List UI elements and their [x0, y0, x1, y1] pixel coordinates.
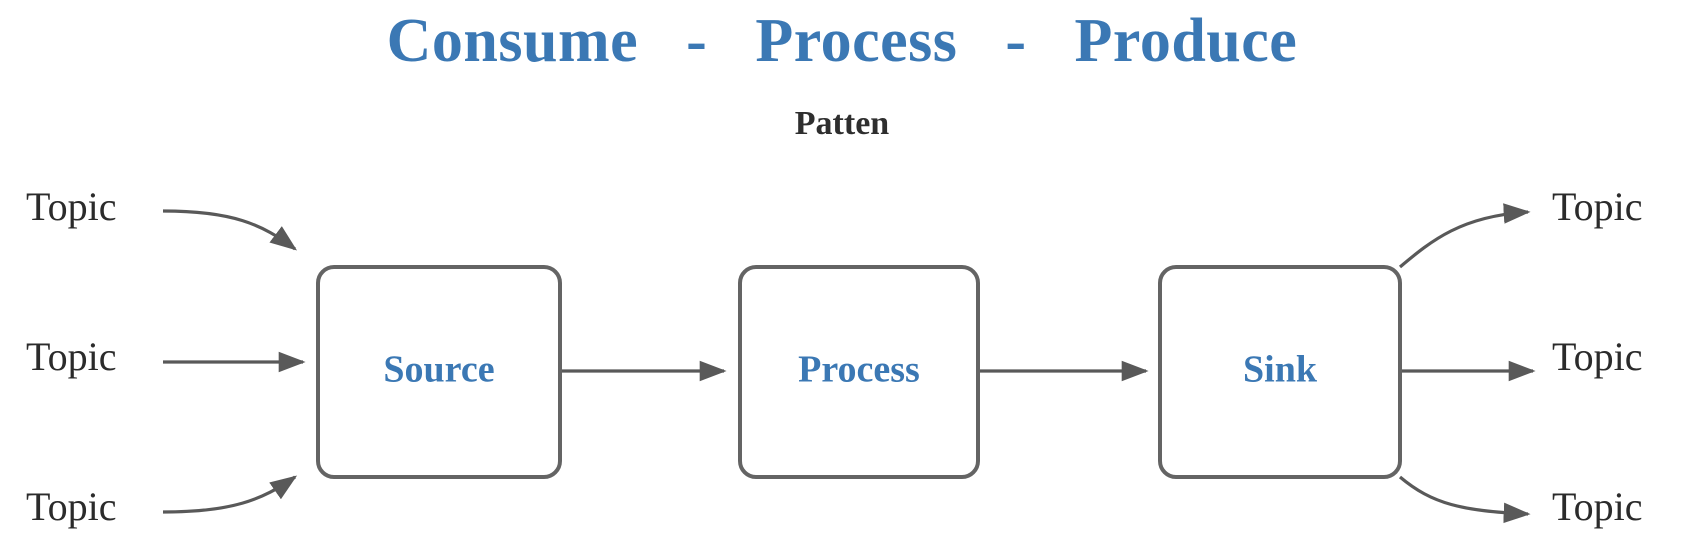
input-topic-label-3: Topic	[26, 484, 117, 529]
node-process-box[interactable]	[738, 265, 980, 479]
node-source[interactable]: Source	[316, 265, 562, 479]
node-sink-box[interactable]	[1158, 265, 1402, 479]
edge-sink-to-out-topic-3	[1398, 475, 1531, 524]
node-process-label: Process	[798, 349, 920, 391]
node-source-label: Source	[383, 349, 494, 391]
output-topic-label-3: Topic	[1552, 484, 1643, 529]
edge-in-topic-3-to-source	[162, 475, 298, 514]
node-sink[interactable]: Sink	[1158, 265, 1402, 479]
page-title: Consume - Process - Produce	[386, 7, 1298, 75]
node-sink-label: Sink	[1243, 349, 1318, 391]
input-topic-label-1: Topic	[26, 184, 117, 229]
edge-sink-to-out-topic-1	[1398, 203, 1531, 269]
input-topic-label-2: Topic	[26, 334, 117, 379]
node-process[interactable]: Process	[738, 265, 980, 479]
node-source-box[interactable]	[316, 265, 562, 479]
edge-in-topic-1-to-source	[162, 209, 298, 251]
output-topic-label-2: Topic	[1552, 334, 1643, 379]
page-subtitle: Patten	[794, 105, 890, 142]
output-topic-label-1: Topic	[1552, 184, 1643, 229]
